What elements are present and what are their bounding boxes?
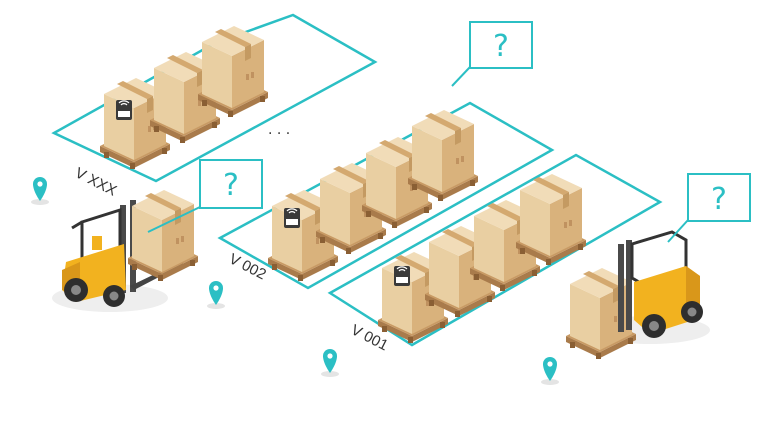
callout-question-1: ? [223, 168, 239, 203]
ellipsis: · · · [268, 126, 290, 142]
question-callout-icon: ? [667, 173, 751, 243]
question-callout-icon: ? [147, 159, 263, 233]
forklift-icon [52, 190, 198, 312]
forklift-icon [566, 230, 710, 359]
rfid-tag-icon [393, 265, 411, 287]
location-pin-icon [207, 281, 225, 309]
zone-label-v-002: V 002 [226, 250, 269, 283]
rfid-tag-icon [283, 207, 301, 229]
location-pin-icon [541, 357, 559, 385]
location-pin-icon [321, 349, 339, 377]
callout-question-3: ? [711, 182, 727, 217]
zone-label-v-xxx: V XXX [72, 164, 119, 199]
location-pin-icon [31, 177, 49, 205]
rfid-tag-icon [115, 99, 133, 121]
callout-question-2: ? [493, 29, 509, 64]
question-callout-icon: ? [451, 21, 533, 87]
